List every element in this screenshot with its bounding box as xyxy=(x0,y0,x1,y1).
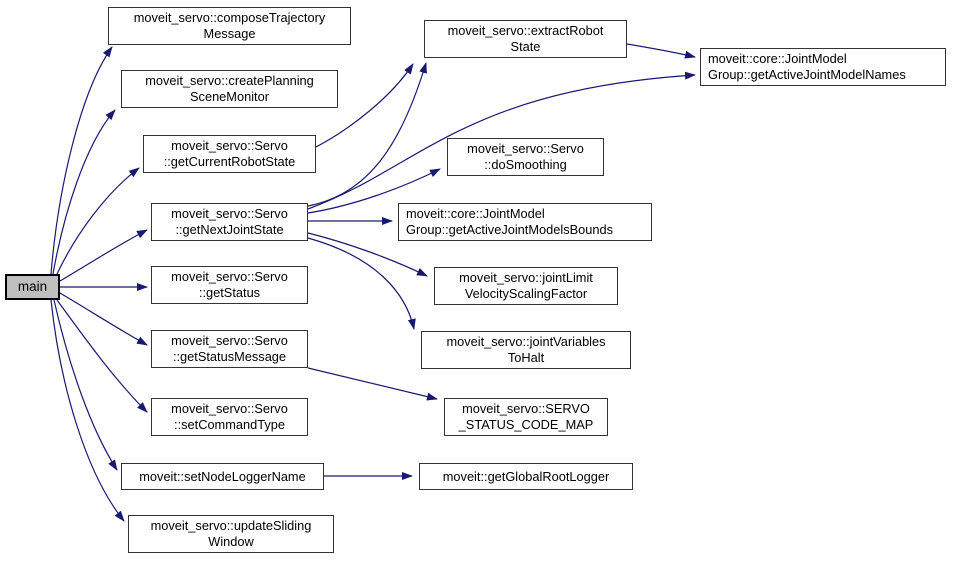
node-get-status-message[interactable]: moveit_servo::Servo::getStatusMessage xyxy=(151,330,308,368)
node-label-line: moveit::core::JointModel xyxy=(708,51,847,66)
node-get-current-robot-state[interactable]: moveit_servo::Servo::getCurrentRobotStat… xyxy=(143,135,316,173)
node-label-line: Group::getActiveJointModelNames xyxy=(708,67,906,82)
node-label-line: moveit::getGlobalRootLogger xyxy=(442,468,610,484)
edge-main-to-create-planning-scene-monitor xyxy=(52,109,116,275)
edges-group xyxy=(50,43,696,522)
node-label-line: moveit_servo::Servo xyxy=(171,333,288,348)
node-label-line: moveit_servo::extractRobot xyxy=(447,23,604,38)
node-label-line: moveit_servo::jointLimit xyxy=(459,270,593,285)
node-do-smoothing[interactable]: moveit_servo::Servo::doSmoothing xyxy=(447,138,604,176)
node-label-line: moveit_servo::updateSliding xyxy=(150,518,312,533)
node-label-line: Group::getActiveJointModelsBounds xyxy=(406,222,613,237)
edge-main-to-set-command-type xyxy=(56,299,148,413)
node-label-line: VelocityScalingFactor xyxy=(464,286,588,301)
edge-main-to-get-status-message xyxy=(59,292,148,346)
node-label-line: ::doSmoothing xyxy=(484,157,567,172)
node-label-line: moveit_servo::Servo xyxy=(467,141,584,156)
edge-get-next-joint-state-to-joint-limit-velocity-scaling-factor xyxy=(307,232,428,277)
node-label-line: ::getStatus xyxy=(198,285,261,300)
node-label-line: Message xyxy=(203,26,256,41)
edge-main-to-get-current-robot-state xyxy=(56,167,140,275)
node-label-line: ::getNextJointState xyxy=(175,222,284,237)
node-label-line: moveit_servo::jointVariables xyxy=(446,334,606,349)
node-label-line: moveit_servo::Servo xyxy=(171,269,288,284)
node-get-global-root-logger[interactable]: moveit::getGlobalRootLogger xyxy=(419,463,633,490)
node-label-line: ToHalt xyxy=(507,350,545,365)
node-label-line: moveit::setNodeLoggerName xyxy=(139,468,306,484)
node-label-line: Window xyxy=(208,534,254,549)
node-set-command-type[interactable]: moveit_servo::Servo::setCommandType xyxy=(151,398,308,436)
edge-get-next-joint-state-to-do-smoothing xyxy=(307,168,441,214)
node-label-line: moveit_servo::SERVO xyxy=(462,401,590,416)
node-main: main xyxy=(5,274,60,300)
node-get-next-joint-state[interactable]: moveit_servo::Servo::getNextJointState xyxy=(151,203,308,241)
edge-main-to-set-node-logger-name xyxy=(53,299,118,471)
node-get-status[interactable]: moveit_servo::Servo::getStatus xyxy=(151,266,308,304)
node-label-line: ::getCurrentRobotState xyxy=(163,154,296,169)
edge-extract-robot-state-to-get-active-joint-model-names xyxy=(626,43,696,59)
edge-main-to-compose-trajectory-message xyxy=(50,46,113,275)
node-label-line: ::getStatusMessage xyxy=(172,349,287,364)
node-label-line: moveit_servo::composeTrajectory xyxy=(133,10,326,25)
edge-get-status-message-to-servo-status-code-map xyxy=(307,367,438,401)
edge-main-to-get-next-joint-state xyxy=(59,229,148,282)
node-label-line: SceneMonitor xyxy=(190,89,269,104)
node-label-line: _STATUS_CODE_MAP xyxy=(458,417,594,432)
node-set-node-logger-name[interactable]: moveit::setNodeLoggerName xyxy=(121,463,324,490)
edge-get-current-robot-state-to-extract-robot-state xyxy=(315,63,414,148)
node-label-line: moveit_servo::Servo xyxy=(171,138,288,153)
node-label-line: main xyxy=(17,279,48,294)
edge-get-next-joint-state-to-get-active-joint-model-names xyxy=(307,71,696,210)
node-label-line: State xyxy=(510,39,541,54)
node-servo-status-code-map[interactable]: moveit_servo::SERVO_STATUS_CODE_MAP xyxy=(444,398,608,436)
edge-main-to-update-sliding-window xyxy=(50,299,125,522)
node-label-line: ::setCommandType xyxy=(174,417,285,432)
node-label-line: moveit_servo::createPlanning xyxy=(145,73,314,88)
node-label-line: moveit_servo::Servo xyxy=(171,401,288,416)
node-label-line: moveit::core::JointModel xyxy=(406,206,545,221)
edge-get-next-joint-state-to-joint-variables-to-halt xyxy=(307,237,416,330)
node-label-line: moveit_servo::Servo xyxy=(171,206,288,221)
